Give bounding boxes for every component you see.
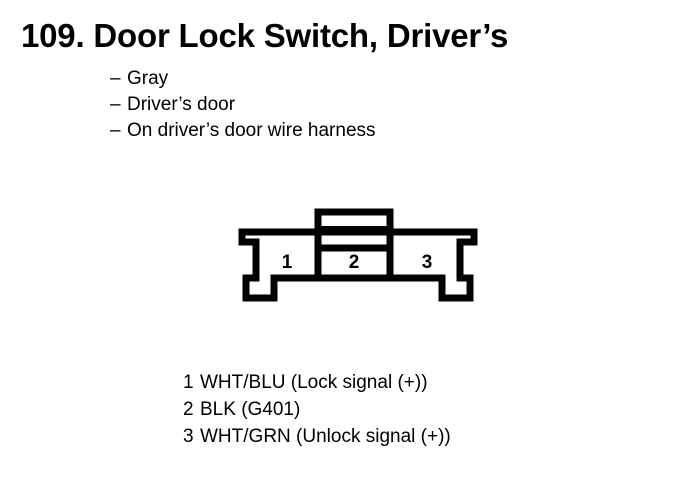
connector-pin-label-2: 2 — [349, 252, 360, 273]
pinout-row-number: 1 — [183, 372, 194, 393]
dash-bullet-icon: – — [110, 94, 121, 115]
pinout-row-number: 2 — [183, 399, 194, 420]
pinout-row-label: WHT/GRN (Unlock signal (+)) — [200, 426, 451, 447]
list-item-label: Gray — [127, 68, 169, 89]
dash-bullet-icon: – — [110, 68, 121, 89]
connector-pin-label-3: 3 — [422, 252, 433, 273]
connector-drawing: 1 2 3 — [238, 208, 478, 302]
connector-body-outline — [238, 228, 478, 302]
list-item: –Driver’s door — [110, 92, 376, 118]
pinout-legend: 1 WHT/BLU (Lock signal (+)) 2 BLK (G401) 3… — [183, 369, 451, 450]
pinout-row: 2 BLK (G401) — [183, 396, 451, 423]
list-item-label: Driver’s door — [127, 94, 236, 115]
pinout-row: 1 WHT/BLU (Lock signal (+)) — [183, 369, 451, 396]
pinout-row-number: 3 — [183, 426, 194, 447]
dash-bullet-icon: – — [110, 120, 121, 141]
connector-diagram: 1 2 3 — [228, 200, 488, 320]
pinout-row-label: BLK (G401) — [200, 399, 301, 420]
page-title: 109. Door Lock Switch, Driver’s — [21, 17, 509, 54]
list-item: –Gray — [110, 66, 376, 92]
list-item-label: On driver’s door wire harness — [127, 120, 376, 141]
list-item: –On driver’s door wire harness — [110, 118, 376, 144]
pinout-row-label: WHT/BLU (Lock signal (+)) — [200, 372, 428, 393]
connector-pin-label-1: 1 — [282, 252, 293, 273]
spec-list: –Gray –Driver’s door –On driver’s door w… — [110, 66, 376, 144]
pinout-row: 3 WHT/GRN (Unlock signal (+)) — [183, 423, 451, 450]
